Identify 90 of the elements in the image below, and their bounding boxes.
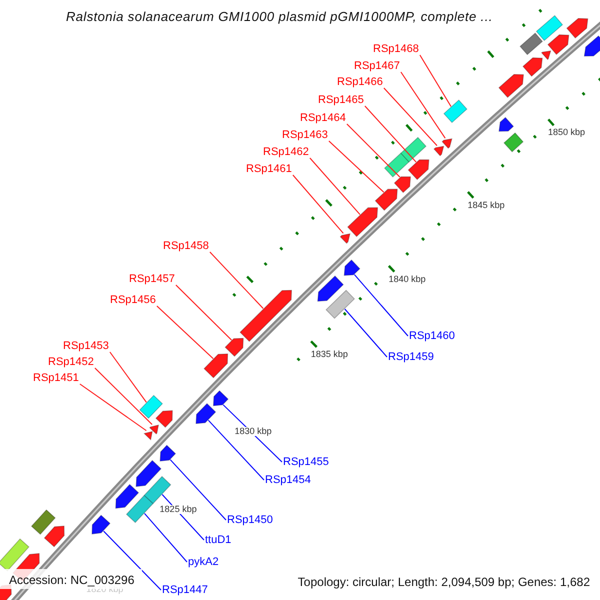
gene-label: RSp1457 — [129, 274, 175, 285]
leader-line — [170, 459, 226, 520]
gene-label: RSp1465 — [318, 95, 364, 106]
gene-feature — [92, 514, 111, 534]
gene-label: RSp1462 — [263, 147, 309, 158]
scale-label: 1830 kbp — [234, 426, 273, 436]
leader-line — [383, 88, 438, 146]
leader-line — [94, 368, 153, 425]
leader-line — [309, 158, 360, 216]
gene-label: ttuD1 — [205, 535, 232, 546]
topology-text: Topology: circular; Length: 2,094,509 bp; Genes: 1,682 — [298, 576, 590, 588]
gene-feature — [44, 526, 65, 548]
gene-label: RSp1463 — [282, 130, 328, 141]
gene-feature — [155, 410, 173, 428]
leader-line — [419, 54, 452, 107]
scale-label: 1850 kbp — [547, 128, 586, 138]
gene-label: RSp1450 — [227, 515, 273, 526]
gene-label: RSp1454 — [265, 475, 311, 486]
gene-feature — [344, 259, 360, 276]
leader-line — [103, 530, 162, 590]
gene-feature — [442, 138, 452, 149]
gene-label: RSp1453 — [63, 341, 109, 352]
gene-feature — [144, 476, 172, 504]
gene-label: RSp1468 — [373, 44, 419, 55]
gene-label: RSp1451 — [33, 373, 79, 384]
gene-feature — [212, 390, 229, 406]
scale-label: 1835 kbp — [310, 350, 349, 360]
gene-label: RSp1460 — [409, 331, 455, 342]
gene-feature — [498, 74, 524, 98]
gene-feature — [30, 509, 56, 535]
map-title: Ralstonia solanacearum GMI1000 plasmid pGMI1000MP, complete ... — [66, 9, 493, 24]
gene-label: RSp1467 — [354, 61, 400, 72]
gene-feature — [144, 430, 153, 440]
gene-feature — [115, 484, 140, 509]
scale-label: 1845 kbp — [466, 200, 506, 210]
gene-feature — [522, 57, 543, 77]
gene-feature — [347, 207, 378, 238]
leader-line — [344, 308, 388, 358]
gene-feature — [317, 275, 344, 302]
gene-feature — [136, 460, 162, 487]
gene-feature — [224, 338, 244, 357]
leader-line — [144, 512, 188, 562]
gene-label: RSp1455 — [283, 457, 329, 468]
gene-feature — [443, 100, 468, 124]
gene-feature — [433, 146, 444, 156]
gene-feature — [160, 444, 176, 462]
gene-feature — [566, 18, 588, 39]
gene-label: RSp1461 — [246, 164, 292, 175]
gene-feature — [400, 136, 427, 162]
gene-feature — [0, 538, 30, 572]
gene-feature — [536, 15, 564, 42]
leader-line — [208, 420, 264, 480]
gene-feature — [326, 290, 355, 319]
leader-line — [175, 284, 232, 341]
gene-feature — [384, 152, 410, 178]
leader-line — [354, 274, 408, 336]
gene-feature — [584, 35, 600, 56]
gene-feature — [503, 132, 524, 152]
gene-label: pykA2 — [188, 557, 219, 568]
leader-line — [109, 352, 147, 403]
leader-line — [156, 306, 214, 360]
gene-feature — [547, 34, 570, 55]
gene-label: RSp1458 — [163, 241, 209, 252]
leader-line — [400, 72, 446, 139]
scale-label: 1825 kbp — [158, 505, 198, 514]
gene-feature — [149, 424, 160, 434]
gene-feature — [498, 116, 514, 132]
gene-feature — [196, 403, 216, 424]
gene-feature — [541, 50, 552, 60]
leader-line — [364, 106, 417, 163]
gene-label: RSp1452 — [48, 357, 94, 368]
leader-line — [346, 124, 400, 178]
gene-feature — [204, 353, 228, 378]
leader-line — [209, 252, 264, 309]
gene-label: RSp1447 — [162, 585, 208, 596]
gene-feature — [520, 32, 543, 56]
scale-label: 1840 kbp — [388, 274, 427, 284]
gene-label: RSp1459 — [388, 352, 434, 363]
leader-line — [292, 174, 344, 234]
gene-feature — [240, 290, 292, 342]
gene-feature — [374, 188, 398, 211]
gene-feature — [126, 494, 154, 524]
gene-feature — [408, 159, 430, 180]
gene-label: RSp1466 — [337, 77, 383, 88]
leader-line — [79, 384, 147, 432]
gene-label: RSp1456 — [110, 295, 156, 306]
leader-line — [328, 140, 384, 193]
gene-feature — [139, 394, 163, 419]
gene-label: RSp1464 — [300, 113, 346, 124]
gene-feature — [340, 233, 351, 244]
